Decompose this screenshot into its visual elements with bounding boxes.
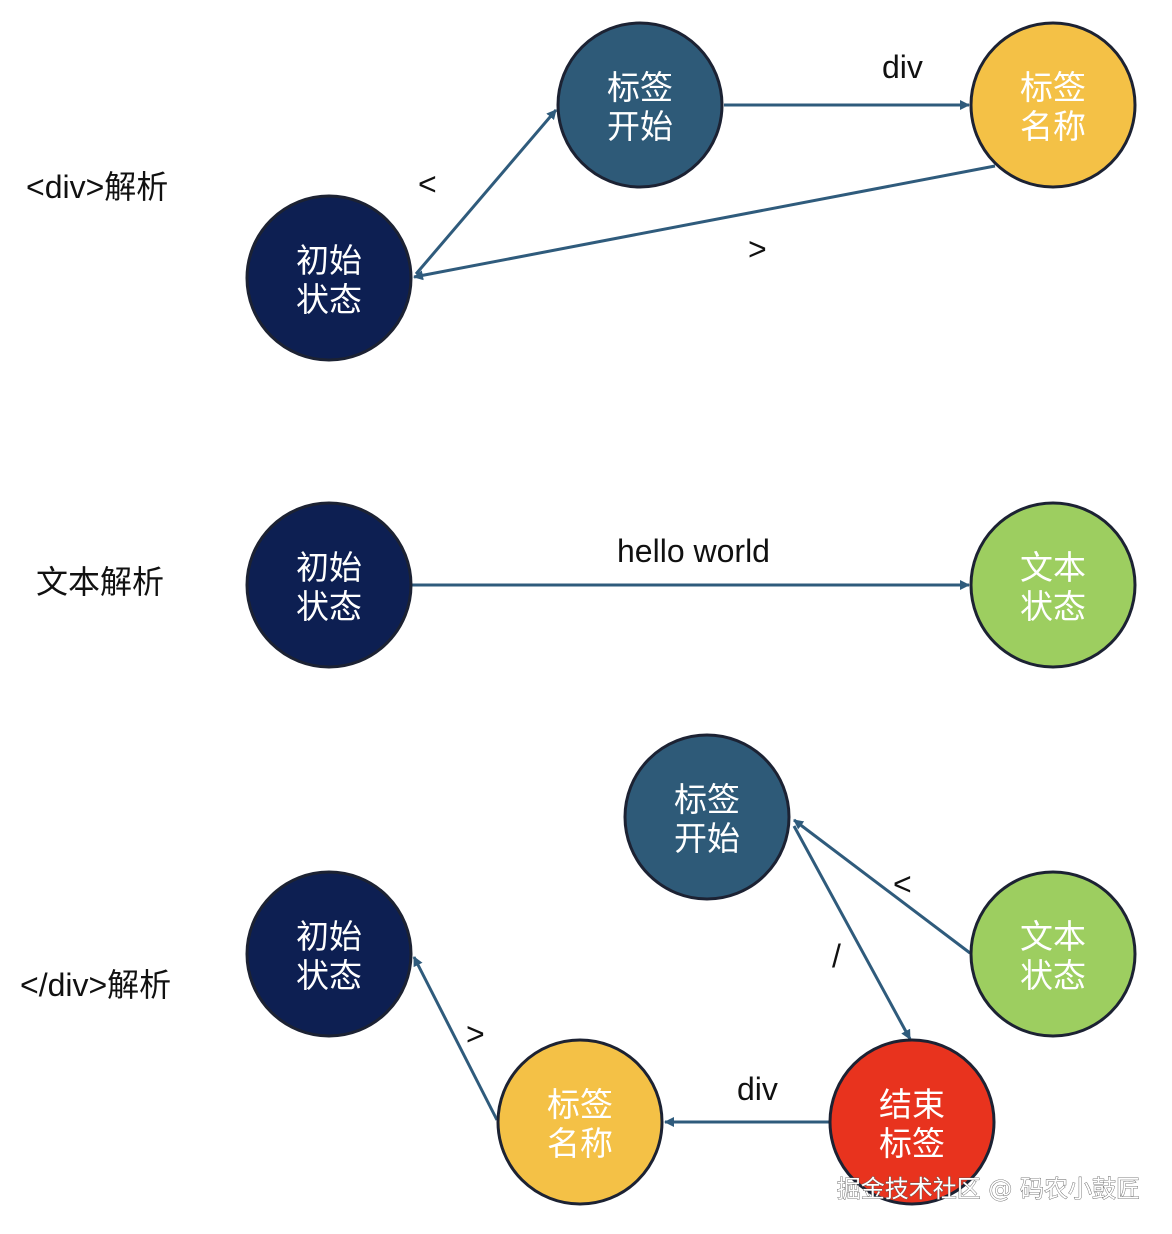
edge-label: < xyxy=(893,866,912,902)
node-line2: 状态 xyxy=(296,956,362,995)
state-node-tag-open: 标签 开始 xyxy=(623,733,791,901)
section-div-open: <div>解析 < div > 初始 状态 标签 开始 标签 名称 xyxy=(26,21,1137,362)
section-label: <div>解析 xyxy=(26,169,168,205)
edge-label: / xyxy=(832,938,841,974)
node-circle xyxy=(556,21,724,189)
node-circle xyxy=(496,1038,664,1206)
section-div-close: </div>解析 < / div > 初始 状态 标签 开始 文本 状态 结束 xyxy=(20,733,1137,1206)
edge-label: > xyxy=(466,1016,485,1052)
state-node-tag-name: 标签 名称 xyxy=(969,21,1137,189)
node-circle xyxy=(969,501,1137,669)
edge-init-to-open xyxy=(414,109,558,275)
edge-name-to-init xyxy=(412,956,499,1121)
node-circle xyxy=(245,194,413,362)
state-node-end-tag: 结束 标签 xyxy=(828,1038,996,1206)
node-line2: 状态 xyxy=(1020,956,1086,995)
node-line1: 文本 xyxy=(1020,548,1086,587)
section-text: 文本解析 hello world 初始 状态 文本 状态 xyxy=(36,501,1137,669)
state-node-initial: 初始 状态 xyxy=(245,870,413,1038)
node-line2: 名称 xyxy=(547,1124,613,1163)
node-line1: 标签 xyxy=(547,1085,613,1124)
node-line1: 标签 xyxy=(607,68,673,107)
state-node-initial: 初始 状态 xyxy=(245,194,413,362)
node-circle xyxy=(245,501,413,669)
edge-label: div xyxy=(882,49,923,85)
node-line1: 初始 xyxy=(296,917,362,956)
node-line1: 文本 xyxy=(1020,917,1086,956)
node-circle xyxy=(828,1038,996,1206)
node-line2: 开始 xyxy=(674,819,740,858)
node-line2: 状态 xyxy=(296,587,362,626)
node-line1: 结束 xyxy=(879,1085,945,1124)
edge-open-to-end xyxy=(792,825,912,1040)
node-line2: 开始 xyxy=(607,107,673,146)
section-label: 文本解析 xyxy=(36,564,164,600)
edge-name-to-init xyxy=(413,164,996,281)
state-node-text: 文本 状态 xyxy=(969,870,1137,1038)
node-line2: 状态 xyxy=(296,280,362,319)
section-label: </div>解析 xyxy=(20,967,171,1003)
state-node-tag-open: 标签 开始 xyxy=(556,21,724,189)
node-line2: 标签 xyxy=(879,1124,945,1163)
node-line2: 名称 xyxy=(1020,107,1086,146)
node-circle xyxy=(623,733,791,901)
node-circle xyxy=(969,21,1137,189)
watermark: 掘金技术社区 @ 码农小鼓匠 xyxy=(837,1175,1140,1203)
edge-label: hello world xyxy=(617,533,770,569)
node-line1: 标签 xyxy=(674,780,740,819)
node-line2: 状态 xyxy=(1020,587,1086,626)
node-line1: 初始 xyxy=(296,548,362,587)
edge-label: < xyxy=(418,166,437,202)
state-node-tag-name: 标签 名称 xyxy=(496,1038,664,1206)
state-node-initial: 初始 状态 xyxy=(245,501,413,669)
node-line1: 标签 xyxy=(1020,68,1086,107)
node-circle xyxy=(245,870,413,1038)
edge-label: div xyxy=(737,1071,778,1107)
state-node-text: 文本 状态 xyxy=(969,501,1137,669)
edge-label: > xyxy=(748,231,767,267)
node-circle xyxy=(969,870,1137,1038)
edge-text-to-open xyxy=(793,818,971,955)
node-line1: 初始 xyxy=(296,241,362,280)
